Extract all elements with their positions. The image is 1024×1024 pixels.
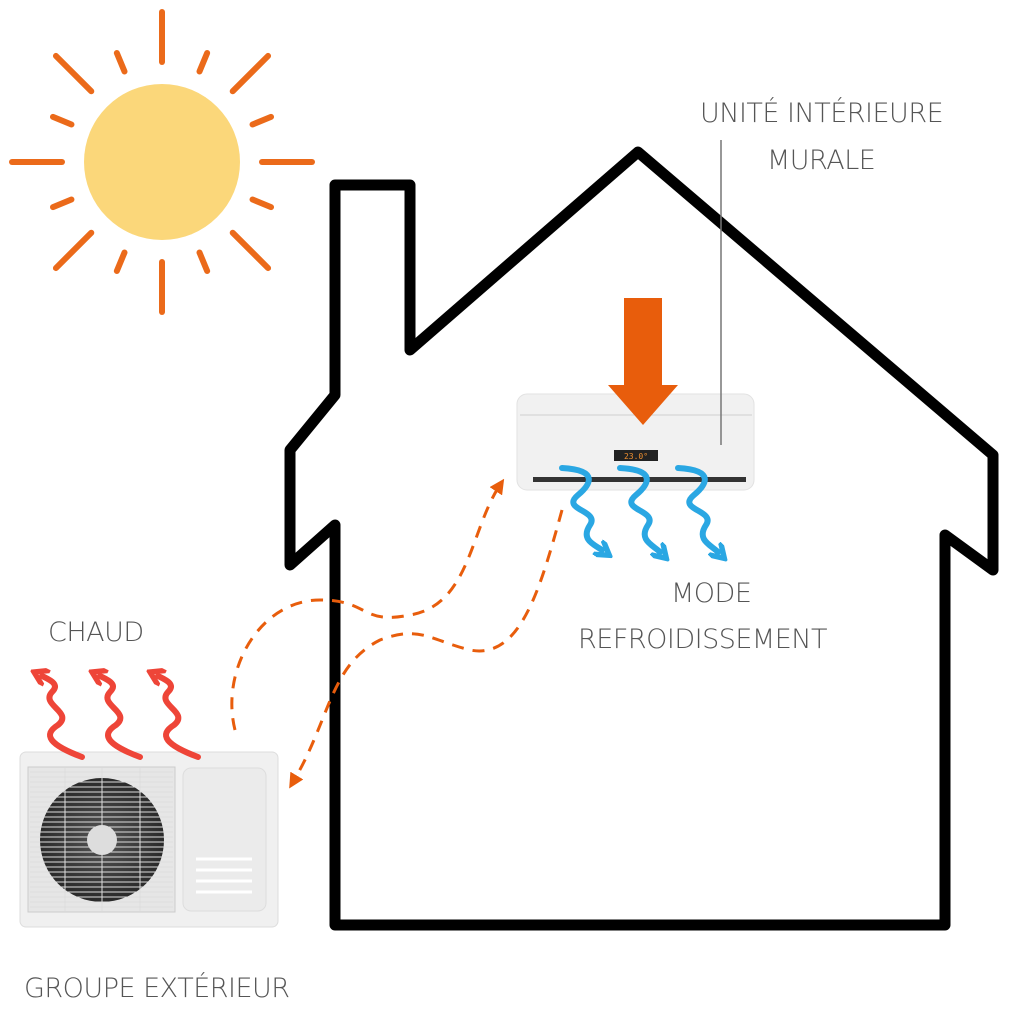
sun-ray bbox=[229, 229, 272, 272]
cold-wave-arrow bbox=[675, 465, 718, 552]
sun-ray bbox=[52, 52, 95, 95]
sun-icon bbox=[9, 9, 315, 315]
sun-ray bbox=[52, 229, 95, 272]
cold-wave-arrow bbox=[617, 465, 660, 552]
mode-label-line1: MODE bbox=[671, 578, 752, 609]
heat-absorb-arrow bbox=[608, 298, 678, 425]
outdoor-unit-label: GROUPE EXTÉRIEUR bbox=[24, 973, 290, 1004]
cold-wave-arrow bbox=[559, 465, 602, 550]
sun-ray bbox=[249, 113, 275, 128]
indoor-unit-label-line2: MURALE bbox=[767, 145, 876, 176]
indoor-ac-unit: 23.0° bbox=[516, 140, 755, 491]
ac-display: 23.0° bbox=[624, 452, 648, 461]
sun-ray bbox=[49, 113, 75, 128]
refrigerant-flow-to-indoor bbox=[230, 478, 505, 731]
house-outline bbox=[284, 146, 999, 931]
sun-ray bbox=[113, 49, 128, 75]
sun-ray bbox=[49, 196, 75, 211]
outdoor-unit bbox=[19, 751, 279, 928]
sun-ray bbox=[229, 52, 272, 95]
hot-wave-arrow bbox=[158, 676, 201, 760]
mode-label-line2: REFROIDISSEMENT bbox=[578, 624, 827, 655]
sun-ray bbox=[196, 249, 211, 275]
hot-air-arrows bbox=[42, 676, 201, 760]
hot-wave-arrow bbox=[42, 676, 85, 760]
hot-wave-arrow bbox=[100, 676, 143, 760]
sun-ray bbox=[113, 249, 128, 275]
indoor-unit-label-line1: UNITÉ INTÉRIEURE bbox=[700, 98, 944, 129]
hot-label: CHAUD bbox=[48, 617, 144, 648]
sun-ray bbox=[196, 49, 211, 75]
cold-air-arrows bbox=[559, 465, 718, 552]
sun-ray bbox=[249, 196, 275, 211]
